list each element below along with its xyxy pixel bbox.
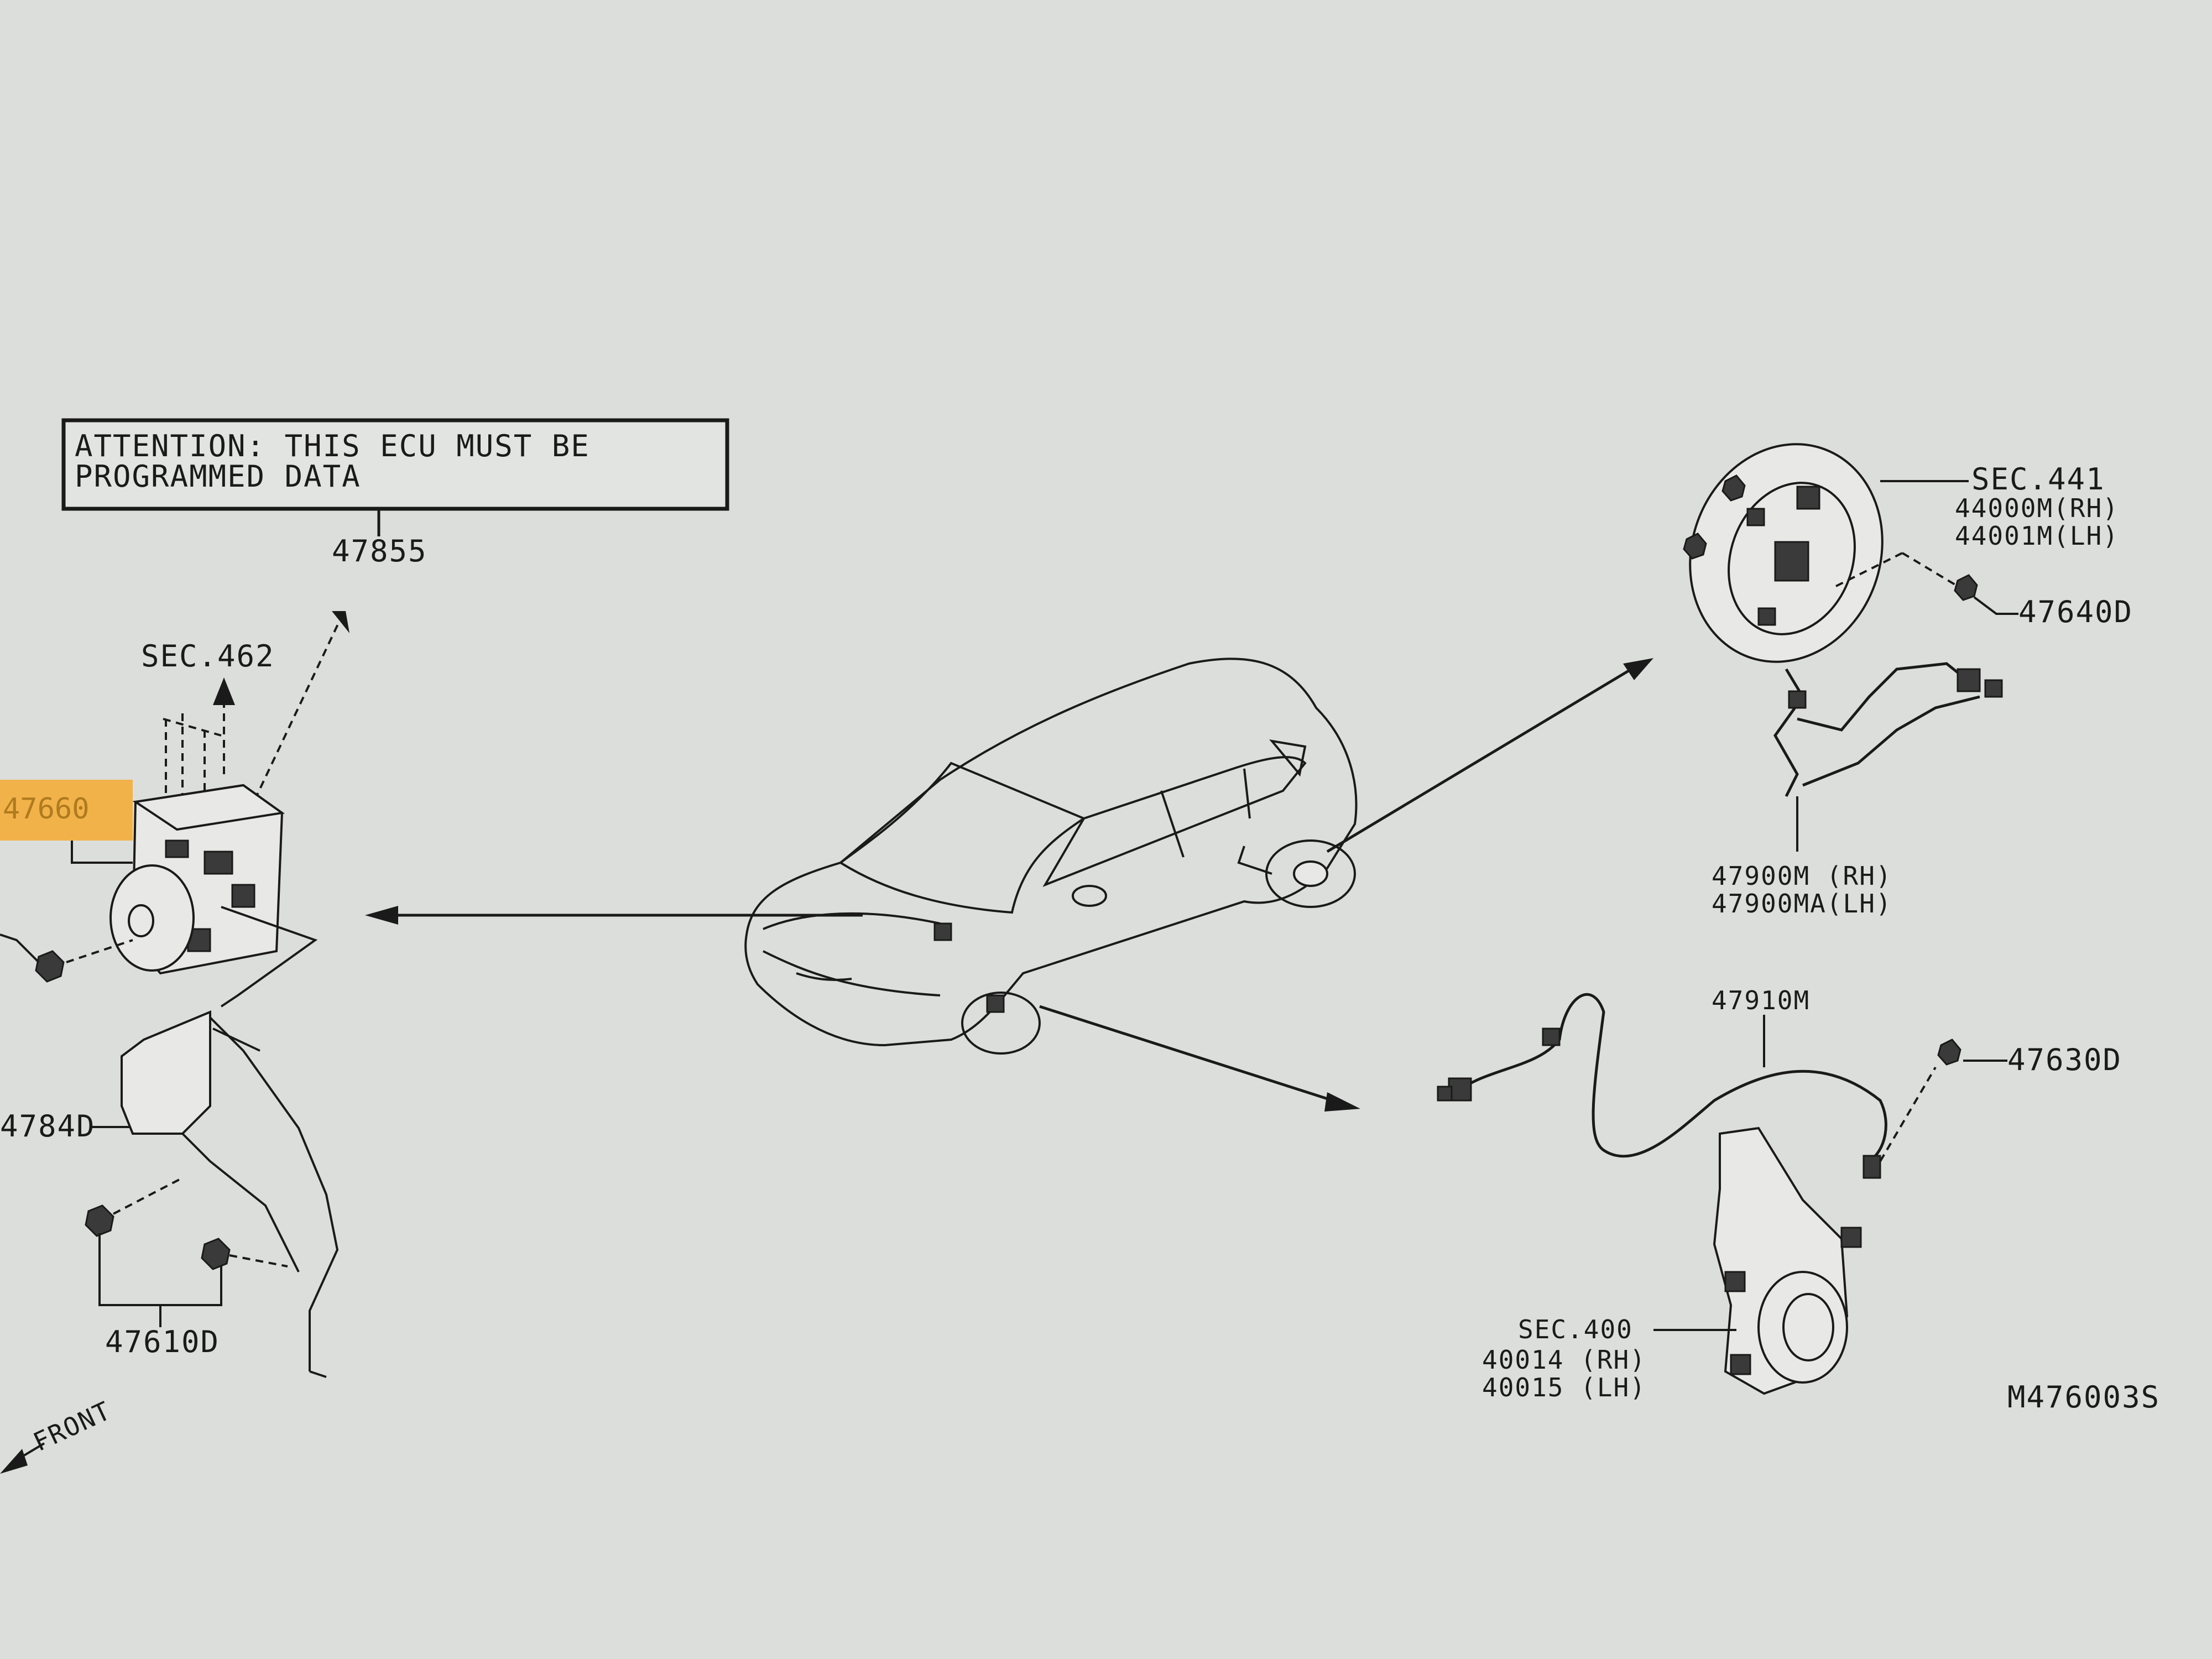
sec441-label[interactable]: SEC.441 bbox=[1971, 462, 2105, 497]
highlight-marker bbox=[0, 780, 133, 841]
arrow-up-right-icon bbox=[1623, 658, 1653, 680]
drawing-number: M476003S bbox=[2007, 1380, 2160, 1415]
sec462-label[interactable]: SEC.462 bbox=[141, 639, 275, 674]
bolt-icon bbox=[85, 1204, 114, 1237]
part-label-47610D[interactable]: 47610D bbox=[105, 1324, 220, 1359]
arrow-head-icon bbox=[332, 611, 349, 633]
vehicle-outline bbox=[744, 658, 1358, 1055]
part-label-40014[interactable]: 40014 (RH) bbox=[1482, 1345, 1646, 1375]
part-label-40015[interactable]: 40015 (LH) bbox=[1482, 1373, 1646, 1402]
front-direction-indicator: FRONT bbox=[0, 1395, 116, 1474]
sec400-label[interactable]: SEC.400 bbox=[1518, 1314, 1633, 1344]
rear-brake-assembly: SEC.441 44000M(RH) 44001M(LH) 47640D 479… bbox=[1683, 443, 2133, 919]
front-arrow-icon bbox=[0, 1449, 28, 1474]
arrow-down-right-icon bbox=[1324, 1092, 1360, 1112]
attention-line-2: PROGRAMMED DATA bbox=[75, 459, 361, 494]
part-label-47640D[interactable]: 47640D bbox=[2018, 594, 2133, 629]
part-label-47900MA[interactable]: 47900MA(LH) bbox=[1712, 889, 1892, 919]
front-label: FRONT bbox=[29, 1395, 116, 1457]
bolt-icon bbox=[35, 950, 65, 983]
front-knuckle-assembly: 47910M 47630D SEC.400 40014 (RH) 40015 (… bbox=[1437, 985, 2122, 1402]
bolt-icon bbox=[201, 1238, 231, 1270]
part-label-4784D[interactable]: 4784D bbox=[0, 1109, 96, 1144]
attention-callout: ATTENTION: THIS ECU MUST BE PROGRAMMED D… bbox=[61, 418, 729, 536]
arrow-up-icon bbox=[213, 677, 235, 705]
bolt-icon bbox=[1721, 474, 1746, 502]
part-label-44000M[interactable]: 44000M(RH) bbox=[1955, 493, 2119, 523]
bolt-icon bbox=[1954, 574, 1978, 601]
attention-line-1: ATTENTION: THIS ECU MUST BE bbox=[75, 429, 590, 463]
arrow-left-icon bbox=[365, 906, 398, 925]
arrow-to-front-knuckle bbox=[1039, 1005, 1333, 1102]
part-label-47855[interactable]: 47855 bbox=[332, 534, 427, 568]
bolt-icon bbox=[1937, 1039, 1961, 1066]
abs-actuator-assembly: SEC.462 bbox=[0, 611, 349, 1474]
bolt-icon bbox=[1683, 533, 1707, 560]
part-label-44001M[interactable]: 44001M(LH) bbox=[1955, 521, 2119, 551]
arrow-to-rear-brake bbox=[1326, 667, 1632, 853]
part-label-47660[interactable]: 47660 bbox=[3, 792, 90, 826]
part-label-47630D[interactable]: 47630D bbox=[2007, 1042, 2122, 1077]
part-label-47900M[interactable]: 47900M (RH) bbox=[1712, 861, 1892, 891]
part-label-47910M[interactable]: 47910M bbox=[1712, 985, 1810, 1015]
